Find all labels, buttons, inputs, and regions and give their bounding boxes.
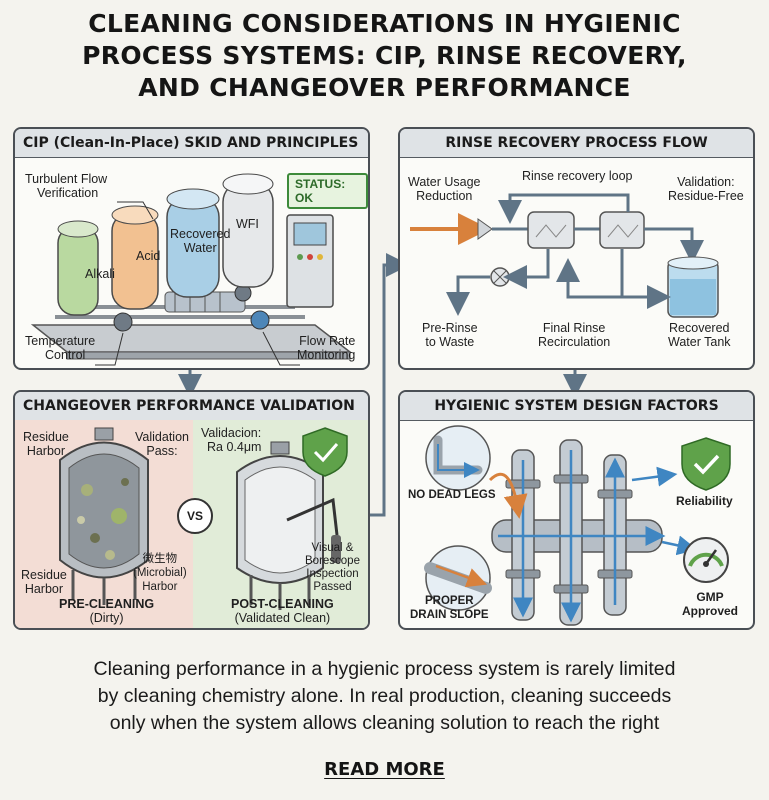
label-alkali: Alkali	[85, 267, 115, 281]
design-panel: HYGIENIC SYSTEM DESIGN FACTORS	[398, 390, 755, 630]
label-reliability: Reliability	[676, 494, 733, 508]
hygienic-piping-illustration	[424, 425, 731, 626]
rinse-panel-header: RINSE RECOVERY PROCESS FLOW	[400, 129, 753, 158]
control-cabinet	[286, 214, 334, 308]
label-wfi: WFI	[236, 217, 259, 231]
read-more-container: READ MORE	[0, 759, 769, 780]
label-no-dead-legs: NO DEAD LEGS	[408, 489, 496, 501]
changeover-panel: CHANGEOVER PERFORMANCE VALIDATION	[13, 390, 370, 630]
arrow-changeover-to-rinse	[370, 253, 410, 517]
label-rinse-loop: Rinse recovery loop	[522, 169, 633, 183]
intro-paragraph: Cleaning performance in a hygienic proce…	[0, 656, 769, 737]
vs-badge: VS	[177, 498, 213, 534]
rinse-flow-diagram	[410, 193, 719, 318]
gmp-gauge-icon	[683, 537, 729, 583]
design-panel-header: HYGIENIC SYSTEM DESIGN FACTORS	[400, 392, 753, 421]
cip-skid-illustration	[30, 173, 353, 366]
label-acid: Acid	[136, 249, 161, 263]
no-dead-legs-icon	[425, 425, 491, 491]
cip-panel-header: CIP (Clean-In-Place) SKID AND PRINCIPLES	[15, 129, 368, 158]
recovered-water-tank	[166, 188, 220, 298]
drain-slope-icon	[424, 545, 492, 611]
label-post-cleaning: POST-CLEANING(Validated Clean)	[231, 597, 334, 625]
acid-tank	[111, 205, 159, 310]
title-line-3: AND CHANGEOVER PERFORMANCE	[138, 73, 631, 102]
alkali-tank	[57, 220, 99, 316]
recovered-water-tank-icon	[667, 256, 719, 318]
dirty-vessel	[59, 427, 149, 605]
read-more-link[interactable]: READ MORE	[324, 759, 445, 780]
filter-unit-1	[527, 211, 575, 249]
check-shield-icon	[302, 427, 348, 477]
rinse-panel: RINSE RECOVERY PROCESS FLOW	[398, 127, 755, 370]
label-microbial-harbor: 微生物(Microbial)Harbor	[133, 553, 187, 593]
changeover-comparison	[15, 420, 368, 628]
pump-icon	[113, 312, 133, 332]
title-line-1: CLEANING CONSIDERATIONS IN HYGIENIC	[88, 9, 681, 38]
intro-line-1: Cleaning performance in a hygienic proce…	[93, 658, 676, 680]
reliability-shield-icon	[681, 437, 731, 491]
changeover-panel-header: CHANGEOVER PERFORMANCE VALIDATION	[15, 392, 368, 421]
page-title: CLEANING CONSIDERATIONS IN HYGIENIC PROC…	[0, 8, 769, 104]
status-badge: STATUS: OK	[287, 173, 368, 209]
label-validacion: Validacion:Ra 0.4μm	[201, 426, 262, 454]
wfi-tank	[222, 173, 274, 288]
cip-panel: CIP (Clean-In-Place) SKID AND PRINCIPLES	[13, 127, 370, 370]
filter-unit-2	[599, 211, 645, 249]
title-line-2: PROCESS SYSTEMS: CIP, RINSE RECOVERY,	[82, 41, 687, 70]
clean-vessel	[236, 441, 341, 610]
intro-line-3: only when the system allows cleaning sol…	[109, 712, 660, 734]
label-pre-cleaning: PRE-CLEANING(Dirty)	[59, 597, 155, 625]
intro-line-2: by cleaning chemistry alone. In real pro…	[97, 685, 672, 707]
label-validation-residue-free: Validation:Residue-Free	[668, 175, 744, 203]
